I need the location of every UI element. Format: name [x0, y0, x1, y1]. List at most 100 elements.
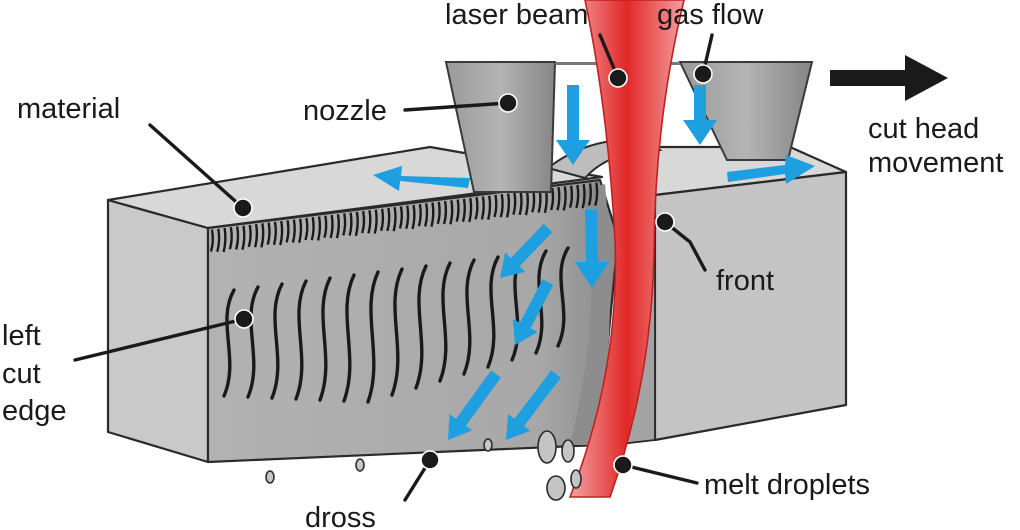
nozzle-left-wall	[444, 61, 557, 193]
gas-arrow-top-left	[373, 166, 470, 191]
striation-fine	[524, 190, 529, 216]
striation-fine	[587, 183, 592, 206]
striation-fine	[518, 191, 523, 216]
striation-fine	[417, 203, 422, 227]
striation-fine	[235, 226, 240, 250]
striation-fine	[430, 202, 435, 227]
striation-fine	[228, 227, 233, 250]
striation-drag-line	[246, 285, 260, 399]
striation-fine	[449, 200, 454, 225]
striation-drag-line	[390, 267, 404, 397]
striation-fine	[556, 187, 561, 211]
leader-lines	[73, 33, 714, 502]
gas-flow-arrows	[373, 85, 815, 288]
striation-fine	[594, 182, 599, 206]
striation-fine	[379, 208, 385, 232]
striation-fine	[323, 215, 328, 239]
striation-fine	[260, 223, 265, 248]
striation-fine	[487, 195, 492, 220]
label-cut-head-line2: movement	[868, 147, 1003, 179]
label-front: front	[716, 265, 774, 297]
label-left-cut-edge-line1: left	[2, 320, 41, 352]
striation-fine	[550, 187, 555, 211]
gas-arrow-diagonal	[506, 370, 561, 440]
melt-droplets-shapes	[537, 430, 582, 501]
label-dross: dross	[305, 502, 376, 530]
striation-fine	[474, 197, 479, 220]
cut-head-movement-arrow	[830, 55, 948, 101]
striation-fine	[304, 217, 309, 241]
striation-drag-line	[270, 282, 284, 400]
gas-arrow-nozzle-down	[556, 85, 590, 165]
label-material: material	[17, 93, 120, 125]
label-left-cut-edge-line3: edge	[2, 395, 67, 427]
striation-drag-line	[366, 270, 380, 404]
striation-fine	[316, 216, 322, 241]
gas-arrow-diagonal	[448, 370, 501, 440]
striation-fine	[461, 198, 466, 223]
striation-fine	[279, 220, 284, 246]
striation-fine	[505, 193, 511, 218]
drag-line-striations	[222, 246, 570, 404]
striation-fine	[335, 213, 340, 239]
striation-fine	[499, 193, 504, 218]
label-nozzle: nozzle	[303, 95, 387, 127]
label-gas-flow: gas flow	[657, 0, 764, 31]
striation-drag-line	[294, 279, 308, 401]
striation-fine	[581, 183, 586, 209]
striation-fine	[442, 200, 448, 225]
striation-fine	[342, 213, 347, 236]
striation-fine	[562, 186, 567, 211]
striation-fine	[285, 220, 290, 243]
striation-fine	[348, 212, 353, 236]
striation-fine	[241, 225, 246, 250]
dross-beads	[265, 438, 493, 484]
striation-fine	[493, 194, 498, 218]
gas-arrow-top-right	[727, 155, 815, 184]
laser-beam	[568, 0, 685, 498]
striation-fine	[575, 184, 580, 209]
gas-flow-diagonal-arrows	[448, 223, 561, 440]
striation-fine	[512, 192, 517, 215]
striation-fine	[354, 211, 359, 237]
striation-fine	[436, 201, 441, 225]
striation-drag-line	[486, 255, 500, 369]
label-left-cut-edge-line2: cut	[2, 358, 41, 390]
striation-fine	[455, 199, 460, 222]
gas-arrow-diagonal	[512, 279, 554, 345]
striation-fine	[373, 209, 378, 234]
striation-fine	[247, 224, 252, 248]
striation-fine	[424, 203, 429, 227]
striation-drag-line	[462, 258, 476, 376]
striation-fine	[266, 222, 271, 245]
striation-drag-line	[222, 288, 236, 398]
gas-arrow-right-down	[683, 85, 717, 145]
striation-fine	[392, 207, 397, 232]
gas-arrow-front-down	[575, 210, 609, 288]
striation-fine	[298, 218, 303, 244]
striation-fine	[329, 214, 334, 239]
cut-shadow	[570, 184, 611, 445]
striation-fine	[386, 207, 391, 232]
striation-drag-line	[318, 276, 332, 402]
striation-fine	[361, 210, 366, 234]
striation-fine	[253, 223, 259, 248]
striation-fine	[222, 227, 227, 253]
striation-fine	[216, 228, 221, 253]
striation-fine	[209, 229, 214, 252]
striation-drag-line	[556, 246, 570, 348]
striation-fine	[411, 204, 416, 230]
striation-drag-line	[342, 273, 356, 403]
striation-fine	[480, 196, 485, 220]
striation-fine	[310, 217, 315, 241]
striation-fine	[405, 205, 410, 230]
striation-fine	[291, 219, 296, 243]
striation-drag-line	[438, 261, 452, 383]
striation-fine	[468, 197, 473, 223]
striation-fine	[568, 185, 574, 209]
striation-fine	[367, 210, 372, 234]
label-melt-droplets: melt droplets	[704, 469, 870, 501]
striation-fine	[398, 206, 403, 229]
